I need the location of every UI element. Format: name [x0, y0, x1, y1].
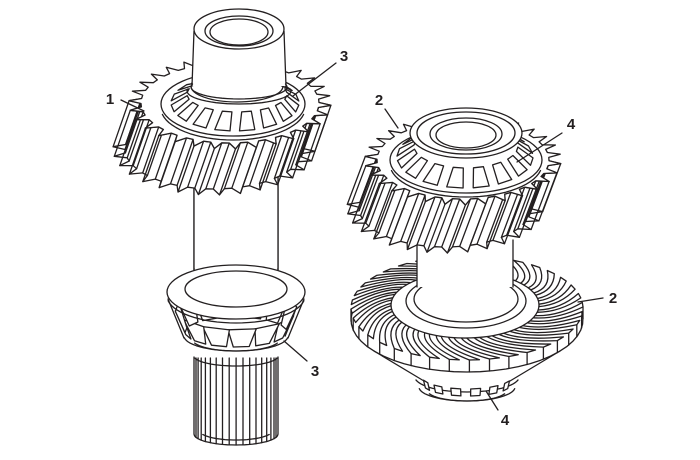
callout-3-upper: 3 [292, 48, 348, 97]
left-lower-bearing [166, 264, 306, 352]
right-lower-bearing [415, 379, 519, 402]
left-splined-end [193, 356, 279, 446]
callout-3-lower: 3 [283, 340, 319, 380]
callout-label: 4 [567, 116, 576, 133]
callout-label: 3 [311, 363, 319, 380]
leader-line [577, 297, 604, 303]
leader-line [283, 340, 308, 362]
callout-4-upper: 4 [516, 116, 576, 163]
callout-2-upper: 2 [375, 92, 399, 129]
leader-line [384, 108, 399, 129]
callout-label: 3 [340, 48, 348, 65]
left-gear-shaft-assembly [112, 8, 332, 446]
leader-line [120, 99, 145, 112]
callouts: 1 3 3 2 4 2 4 [106, 48, 617, 429]
leader-line [292, 62, 337, 97]
callout-label: 2 [375, 92, 383, 109]
callout-label: 4 [501, 412, 510, 429]
leader-line [516, 132, 563, 163]
left-bearing-inner-race [186, 83, 292, 105]
callout-1: 1 [106, 91, 145, 112]
callout-label: 1 [106, 91, 114, 108]
right-shaft-body [416, 238, 514, 288]
callout-label: 2 [609, 290, 617, 307]
leader-line [485, 390, 499, 411]
left-shaft-top-stub [191, 8, 287, 87]
callout-2-lower: 2 [577, 290, 617, 307]
right-gear-shaft-assembly [346, 107, 584, 402]
left-upper-bearing [160, 69, 306, 141]
callout-4-lower: 4 [485, 390, 510, 429]
